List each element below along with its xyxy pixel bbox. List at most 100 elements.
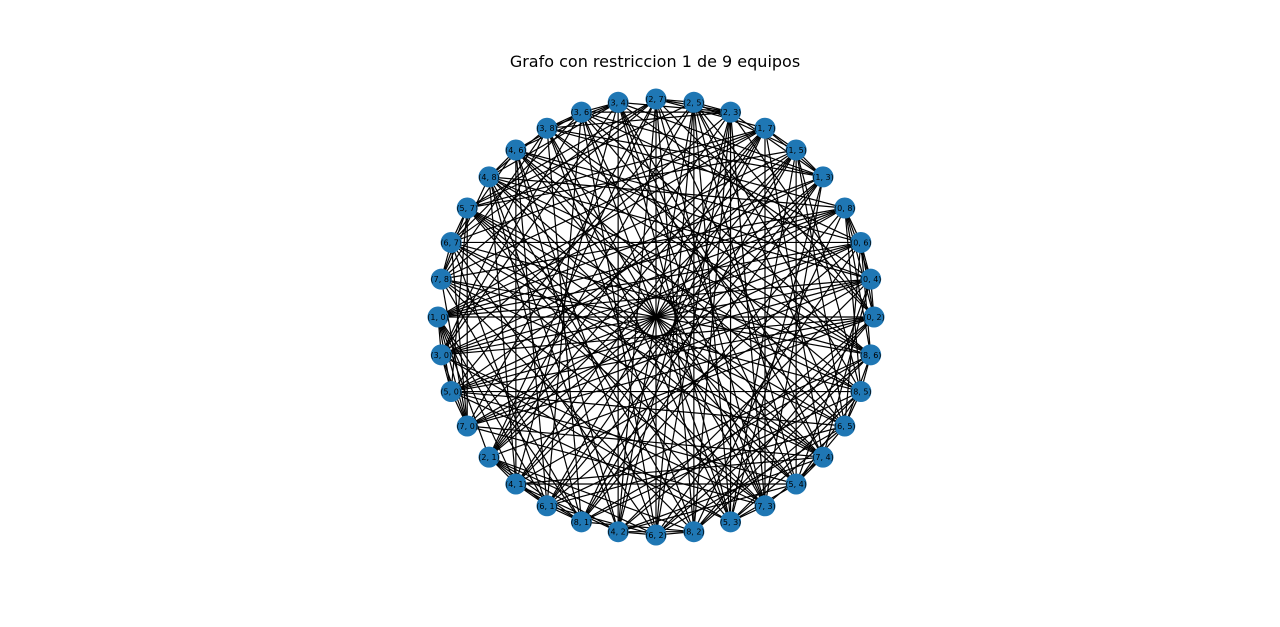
- node-circle: [860, 268, 882, 290]
- graph-edge: [441, 278, 824, 458]
- graph-edge: [467, 425, 824, 458]
- graph-node: (8, 5): [850, 381, 872, 403]
- graph-edge: [437, 316, 468, 427]
- node-label: (8, 6): [860, 351, 882, 360]
- node-label: (7, 4): [812, 453, 834, 462]
- node-label: (3, 0): [431, 351, 453, 360]
- node-label: (4, 6): [505, 146, 527, 155]
- graph-node: (2, 1): [478, 446, 500, 468]
- graph-node: (2, 5): [683, 91, 705, 113]
- edges-layer: [437, 98, 875, 536]
- node-label: (4, 8): [478, 173, 500, 182]
- node-circle: [850, 381, 872, 403]
- graph-node: (3, 6): [571, 101, 593, 123]
- node-circle: [754, 117, 776, 139]
- node-circle: [478, 446, 500, 468]
- node-circle: [754, 495, 776, 517]
- graph-edge: [437, 316, 490, 458]
- graph-edge: [440, 101, 619, 356]
- node-circle: [683, 91, 705, 113]
- node-circle: [860, 344, 882, 366]
- graph-node: (5, 0): [440, 381, 462, 403]
- node-circle: [440, 231, 462, 253]
- node-circle: [505, 473, 527, 495]
- graph-edge: [488, 176, 695, 532]
- graph-edge: [440, 278, 582, 523]
- graph-edge: [440, 278, 766, 507]
- graph-node: (3, 0): [431, 344, 453, 366]
- node-label: (3, 6): [571, 108, 593, 117]
- graph-edge: [515, 149, 824, 458]
- graph-edge: [450, 241, 824, 458]
- graph-edge: [441, 278, 862, 393]
- node-label: (8, 1): [571, 518, 593, 527]
- graph-node: (7, 4): [812, 446, 834, 468]
- node-label: (2, 5): [683, 98, 705, 107]
- node-circle: [427, 306, 449, 328]
- graph-edge: [655, 425, 846, 536]
- node-label: (5, 4): [785, 480, 807, 489]
- node-label: (7, 8): [431, 275, 453, 284]
- node-circle: [720, 511, 742, 533]
- graph-node: (6, 2): [645, 524, 667, 546]
- graph-edge: [546, 127, 862, 393]
- graph-node: (5, 4): [785, 473, 807, 495]
- graph-node: (8, 6): [860, 344, 882, 366]
- node-label: (6, 7): [440, 238, 462, 247]
- node-circle: [850, 231, 872, 253]
- graph-node: (5, 7): [456, 197, 478, 219]
- node-circle: [720, 101, 742, 123]
- graph-node: (1, 0): [427, 306, 449, 328]
- graph-node: (8, 1): [570, 511, 593, 533]
- node-circle: [834, 197, 856, 219]
- node-circle: [505, 139, 527, 161]
- graph-edge: [450, 391, 731, 523]
- graph-node: (1, 5): [785, 139, 807, 161]
- node-label: (0, 4): [860, 275, 882, 284]
- node-label: (1, 5): [785, 146, 807, 155]
- graph-edge: [617, 102, 824, 458]
- graph-edge: [617, 456, 824, 533]
- graph-edge: [450, 149, 797, 393]
- graph-node: (4, 1): [505, 473, 527, 495]
- graph-edge: [580, 111, 766, 507]
- graph-edge: [693, 391, 862, 533]
- node-circle: [834, 415, 856, 437]
- graph-node: (3, 8): [536, 117, 558, 139]
- graph-edge: [546, 354, 871, 507]
- node-label: (5, 0): [440, 388, 462, 397]
- graph-edge: [437, 316, 517, 485]
- node-label: (2, 7): [645, 95, 667, 104]
- node-circle: [440, 381, 462, 403]
- node-circle: [683, 521, 705, 543]
- node-label: (8, 5): [850, 388, 872, 397]
- graph-edge: [546, 425, 845, 507]
- node-label: (8, 2): [683, 528, 705, 537]
- graph-edge: [581, 111, 872, 356]
- node-label: (5, 7): [456, 204, 478, 213]
- graph-node: (0, 6): [850, 231, 872, 253]
- graph-node: (7, 0): [456, 415, 478, 437]
- node-circle: [645, 88, 667, 110]
- node-circle: [456, 415, 478, 437]
- graph-node: (0, 4): [860, 268, 882, 290]
- graph-node: (2, 7): [645, 88, 667, 110]
- nodes-layer: (0, 2)(0, 4)(0, 6)(0, 8)(1, 3)(1, 5)(1, …: [427, 88, 885, 546]
- graph-edge: [546, 505, 657, 536]
- graph-node: (7, 8): [431, 268, 453, 290]
- graph-edge: [655, 98, 766, 506]
- graph-edge: [581, 354, 871, 523]
- node-label: (6, 5): [834, 422, 856, 431]
- node-circle: [645, 524, 667, 546]
- graph-edge: [795, 391, 862, 485]
- node-circle: [570, 511, 592, 533]
- graph-edge: [844, 207, 872, 355]
- node-circle: [536, 495, 558, 517]
- graph-edge: [730, 391, 862, 523]
- node-label: (6, 2): [645, 531, 667, 540]
- graph-node: (1, 7): [754, 117, 776, 139]
- graph-edge: [488, 176, 619, 532]
- graph-edge: [546, 128, 695, 532]
